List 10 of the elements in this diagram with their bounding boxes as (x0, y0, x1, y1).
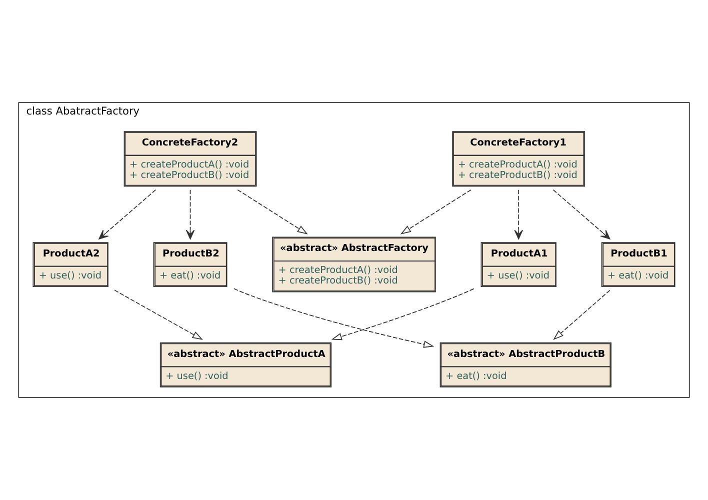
arrow (237, 189, 308, 234)
arrow (114, 290, 203, 340)
arrow (553, 290, 610, 340)
arrow (98, 189, 156, 240)
arrow (552, 189, 610, 240)
arrow (514, 189, 523, 240)
arrow (400, 189, 472, 234)
arrow (331, 288, 474, 340)
arrow (233, 288, 434, 348)
arrow (186, 189, 195, 240)
